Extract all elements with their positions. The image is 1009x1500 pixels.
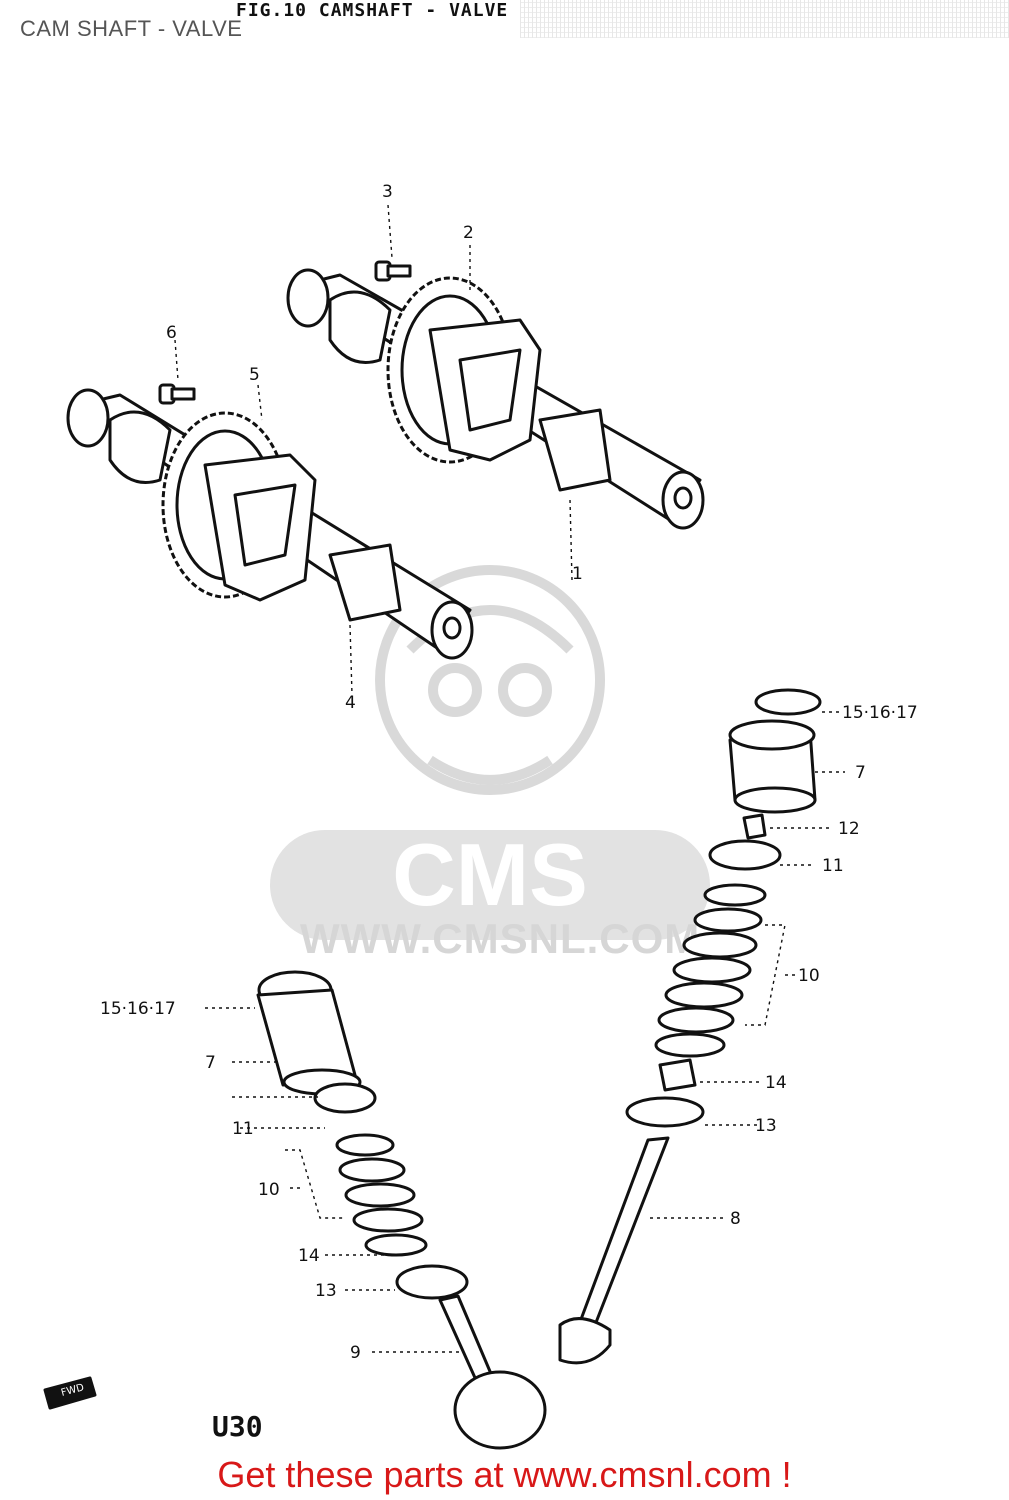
callout-10-right: 10 <box>798 966 820 986</box>
callout-3: 3 <box>382 182 393 202</box>
valve-assembly-left <box>256 970 547 1450</box>
callout-4: 4 <box>345 693 356 713</box>
callout-12-right: 12 <box>838 819 860 839</box>
bolt-upper <box>374 260 412 282</box>
retainer-right <box>708 839 782 871</box>
bolt-lower <box>158 383 196 405</box>
callout-14-left: 14 <box>298 1246 320 1266</box>
valve-assembly-right <box>558 688 822 1365</box>
diagram-code: U30 <box>212 1410 263 1443</box>
valve-head-right <box>558 1317 612 1365</box>
spring-left <box>335 1133 428 1257</box>
scan-noise <box>520 0 1009 38</box>
callout-14-right: 14 <box>765 1073 787 1093</box>
seat-right <box>625 1096 705 1128</box>
callout-6: 6 <box>166 323 177 343</box>
callout-15-16-17-right: 15·16·17 <box>842 703 918 723</box>
callout-7-right: 7 <box>855 763 866 783</box>
callout-11-right: 11 <box>822 856 844 876</box>
figure-title: FIG.10 CAMSHAFT - VALVE <box>236 0 509 21</box>
footer-link[interactable]: Get these parts at www.cmsnl.com ! <box>217 1454 792 1495</box>
callout-9: 9 <box>350 1343 361 1363</box>
valve-head-left <box>453 1370 547 1450</box>
callout-8: 8 <box>730 1209 741 1229</box>
shim-right <box>754 688 822 716</box>
callout-13-left: 13 <box>315 1281 337 1301</box>
spring-right <box>654 883 767 1058</box>
callout-1: 1 <box>572 564 583 584</box>
valve-stem-right <box>578 1136 670 1327</box>
callout-13-right: 13 <box>755 1116 777 1136</box>
seal-right <box>658 1058 697 1092</box>
retainer-left <box>313 1082 377 1114</box>
callout-11-left: 11 <box>232 1119 254 1139</box>
cotter-right <box>742 813 767 840</box>
callout-15-16-17-left: 15·16·17 <box>100 999 176 1019</box>
callout-5: 5 <box>249 365 260 385</box>
seat-left <box>395 1264 469 1300</box>
sprocket-upper <box>386 276 542 464</box>
watermark-url: WWW.CMSNL.COM <box>300 915 701 962</box>
callout-2: 2 <box>463 223 474 243</box>
watermark-brand: CMS <box>392 825 588 924</box>
cms-watermark-logo: CMS <box>270 565 710 940</box>
forward-arrow-icon <box>43 1376 97 1410</box>
callout-10-left: 10 <box>258 1180 280 1200</box>
page-caption: CAM SHAFT - VALVE <box>20 16 243 41</box>
callout-7-left: 7 <box>205 1053 216 1073</box>
sprocket-lower <box>161 411 317 602</box>
